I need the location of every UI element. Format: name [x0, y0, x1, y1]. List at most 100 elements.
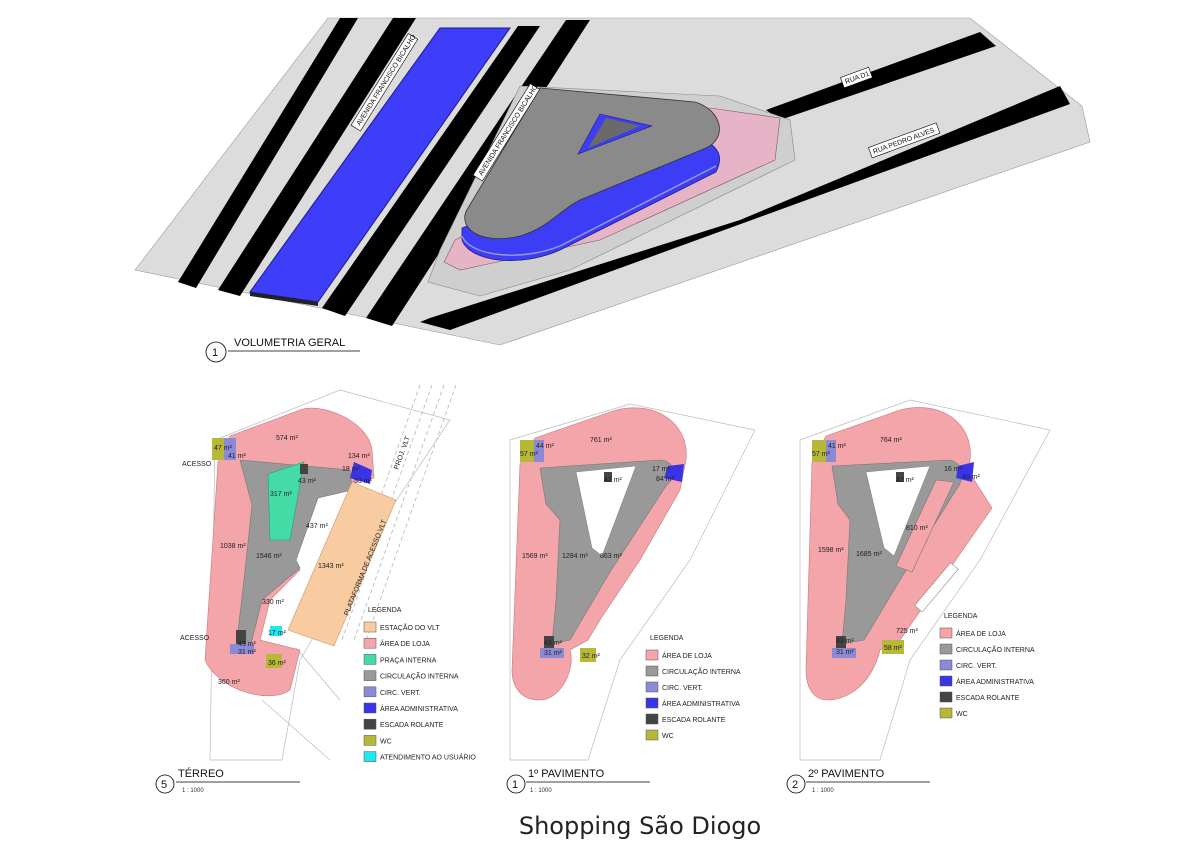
- svg-text:44 m²: 44 m²: [536, 443, 555, 450]
- plan-2-pavimento: 764 m² 41 m² 57 m² 16 m² 42 m² 40 m² 810…: [786, 399, 1051, 794]
- vertical-circ-block: [832, 648, 856, 658]
- site-outline: [799, 399, 1051, 761]
- legend-swatch: [645, 697, 659, 709]
- plan-title: 1º PAVIMENTO: [528, 768, 605, 780]
- legend-label: ÁREA DE LOJA: [956, 629, 1006, 638]
- legend-title: LEGENDA: [368, 607, 402, 614]
- plan-number: 2: [792, 779, 798, 791]
- plan-title: 2º PAVIMENTO: [808, 768, 885, 780]
- legend-swatch: [363, 637, 377, 649]
- vertical-circ-block: [534, 440, 544, 462]
- circulation-area: [539, 459, 674, 645]
- svg-text:58 m²: 58 m²: [884, 645, 903, 652]
- station-area: [287, 481, 397, 647]
- service-strip: [914, 562, 959, 613]
- svg-text:1343 m²: 1343 m²: [318, 563, 344, 570]
- svg-text:32 m²: 32 m²: [582, 653, 601, 660]
- legend-swatch: [363, 718, 377, 730]
- svg-text:317 m²: 317 m²: [270, 491, 292, 498]
- wc-block: [882, 640, 904, 654]
- svg-text:53 m²: 53 m²: [354, 478, 373, 485]
- svg-text:43 m²: 43 m²: [544, 640, 563, 647]
- svg-text:764 m²: 764 m²: [880, 437, 902, 444]
- legend-label: ÁREA DE LOJA: [662, 651, 712, 660]
- road-strip-1: [178, 18, 358, 288]
- svg-text:18 m²: 18 m²: [342, 466, 361, 473]
- svg-text:1038 m²: 1038 m²: [220, 543, 246, 550]
- legend-swatch: [645, 665, 659, 677]
- volumetria-geral: AVENIDA FRANCISCO BICALHO AVENIDA FRANCI…: [134, 17, 1091, 363]
- void-area: [575, 465, 637, 557]
- plan-number-badge: [786, 774, 806, 794]
- svg-text:40 m²: 40 m²: [962, 474, 981, 481]
- svg-text:57 m²: 57 m²: [520, 451, 539, 458]
- retail-block: [895, 479, 955, 573]
- svg-text:36 m²: 36 m²: [268, 660, 287, 667]
- sheet-caption: Shopping São Diogo: [518, 812, 762, 840]
- svg-text:16 m²: 16 m²: [944, 466, 963, 473]
- wc-block: [212, 438, 224, 460]
- legend-swatch: [363, 686, 377, 698]
- wc-block: [812, 440, 826, 462]
- escalator-block: [300, 464, 308, 474]
- svg-text:863 m²: 863 m²: [600, 553, 622, 560]
- svg-text:84 m²: 84 m²: [656, 476, 675, 483]
- legend-title: LEGENDA: [650, 635, 684, 642]
- building-glass-band: [461, 165, 717, 256]
- svg-text:31 m²: 31 m²: [544, 650, 563, 657]
- legend-swatch: [363, 621, 377, 633]
- canal-edge: [250, 292, 318, 306]
- svg-text:1685 m²: 1685 m²: [856, 551, 882, 558]
- svg-text:1546 m²: 1546 m²: [256, 553, 282, 560]
- svg-text:43 m²: 43 m²: [238, 641, 257, 648]
- svg-text:437 m²: 437 m²: [306, 523, 328, 530]
- road-rua-pedro-alves: [420, 86, 1070, 330]
- svg-text:761 m²: 761 m²: [590, 437, 612, 444]
- legend-label: WC: [662, 733, 674, 740]
- legend-label: CIRC. VERT.: [380, 690, 421, 697]
- svg-text:31 m²: 31 m²: [238, 649, 257, 656]
- legend-label: ÁREA ADMINISTRATIVA: [380, 704, 458, 713]
- legend-swatch: [363, 751, 377, 762]
- legend-swatch: [939, 659, 953, 671]
- svg-text:57 m²: 57 m²: [812, 451, 831, 458]
- svg-text:43 m²: 43 m²: [298, 478, 317, 485]
- legend-label: ÁREA DE LOJA: [380, 639, 430, 648]
- svg-text:1569 m²: 1569 m²: [522, 553, 548, 560]
- plaza-area: [267, 461, 305, 541]
- plan-number-badge: [506, 774, 526, 794]
- legend-swatch: [939, 627, 953, 639]
- wc-block: [520, 440, 534, 462]
- admin-block: [664, 464, 684, 482]
- acesso-label: ACESSO: [182, 461, 212, 468]
- legend-swatch: [645, 729, 659, 741]
- escalator-block: [604, 472, 612, 482]
- roof-skylight-inner: [588, 118, 640, 148]
- void-area: [865, 465, 931, 557]
- legend-label: CIRC. VERT.: [956, 663, 997, 670]
- legend-label: ATENDIMENTO AO USUÁRIO: [380, 753, 476, 762]
- legend-label: ESCADA ROLANTE: [956, 695, 1020, 702]
- svg-text:42 m²: 42 m²: [604, 477, 623, 484]
- plan-title: TÉRREO: [178, 767, 224, 780]
- svg-text:574 m²: 574 m²: [276, 435, 298, 442]
- legend-swatch: [363, 735, 377, 746]
- plan-scale: 1 : 1000: [812, 788, 834, 794]
- plan-scale: 1 : 1000: [530, 788, 552, 794]
- wc-block: [266, 654, 282, 668]
- svg-text:42 m²: 42 m²: [896, 477, 915, 484]
- svg-text:725 m²: 725 m²: [896, 628, 918, 635]
- legend-label: ÁREA ADMINISTRATIVA: [956, 677, 1034, 686]
- legend-title: LEGENDA: [944, 613, 978, 620]
- legend-swatch: [939, 643, 953, 655]
- legend-label: PRAÇA INTERNA: [380, 657, 437, 664]
- legend-swatch: [363, 702, 377, 714]
- road-rua-d1: [766, 32, 996, 120]
- svg-text:31 m²: 31 m²: [836, 649, 855, 656]
- view-number: 1: [212, 347, 218, 359]
- plan-terreo: 574 m² 47 m² 41 m² 134 m² 18 m² 53 m² 43…: [155, 384, 476, 794]
